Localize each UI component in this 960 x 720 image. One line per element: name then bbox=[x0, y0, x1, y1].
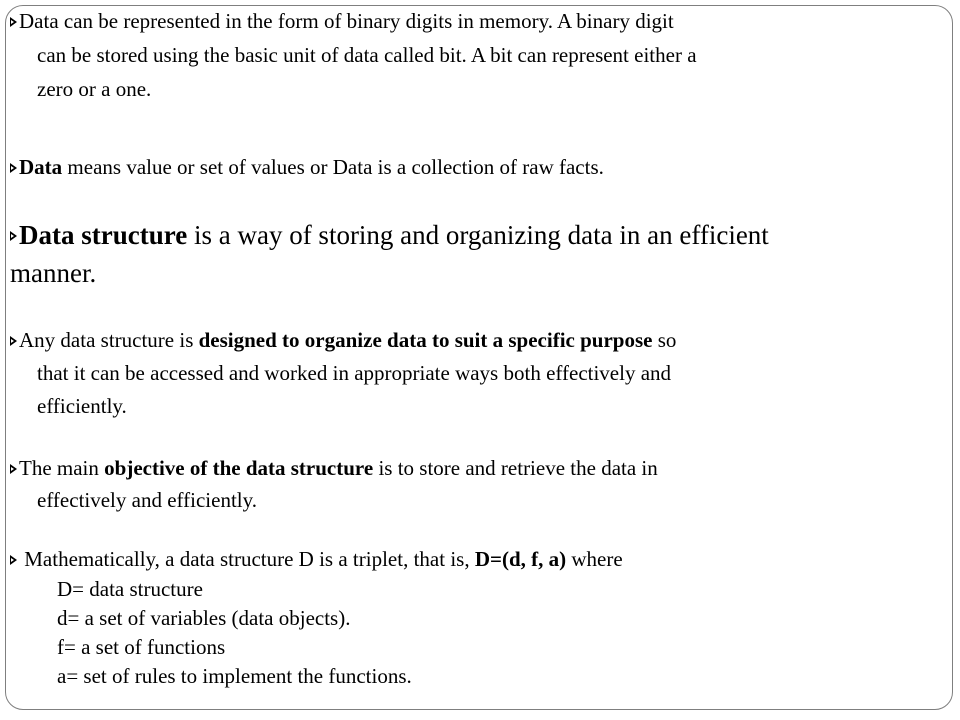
para-objective-line-1: The main objective of the data structure… bbox=[10, 453, 658, 483]
para-binary-line-2: can be stored using the basic unit of da… bbox=[37, 43, 697, 67]
para-purpose-line-1: Any data structure is designed to organi… bbox=[10, 325, 676, 355]
para-math-line-3: d= a set of variables (data objects). bbox=[57, 606, 351, 630]
para-math-line-1: Mathematically, a data structure D is a … bbox=[10, 544, 623, 574]
slide-frame bbox=[5, 5, 953, 710]
para-binary-line-3: zero or a one. bbox=[37, 77, 152, 101]
para-purpose-line-2: that it can be accessed and worked in ap… bbox=[37, 361, 672, 385]
arrow-bullet-icon bbox=[10, 464, 17, 474]
para-math-line-2: D= data structure bbox=[57, 577, 203, 601]
para-purpose-line-3: efficiently. bbox=[37, 394, 127, 418]
para-data-structure-line-1: Data structure is a way of storing and o… bbox=[10, 218, 769, 252]
arrow-bullet-icon bbox=[10, 555, 17, 565]
para-binary-line-1: Data can be represented in the form of b… bbox=[10, 6, 674, 36]
para-math-line-4: f= a set of functions bbox=[57, 635, 226, 659]
arrow-bullet-icon bbox=[10, 231, 17, 241]
arrow-bullet-icon bbox=[10, 17, 17, 27]
para-math-line-5: a= set of rules to implement the functio… bbox=[57, 664, 412, 688]
para-data-structure-line-2: manner. bbox=[10, 258, 97, 288]
para-objective-line-2: effectively and efficiently. bbox=[37, 488, 258, 512]
para-data-definition: Data means value or set of values or Dat… bbox=[10, 152, 604, 182]
arrow-bullet-icon bbox=[10, 163, 17, 173]
arrow-bullet-icon bbox=[10, 336, 17, 346]
